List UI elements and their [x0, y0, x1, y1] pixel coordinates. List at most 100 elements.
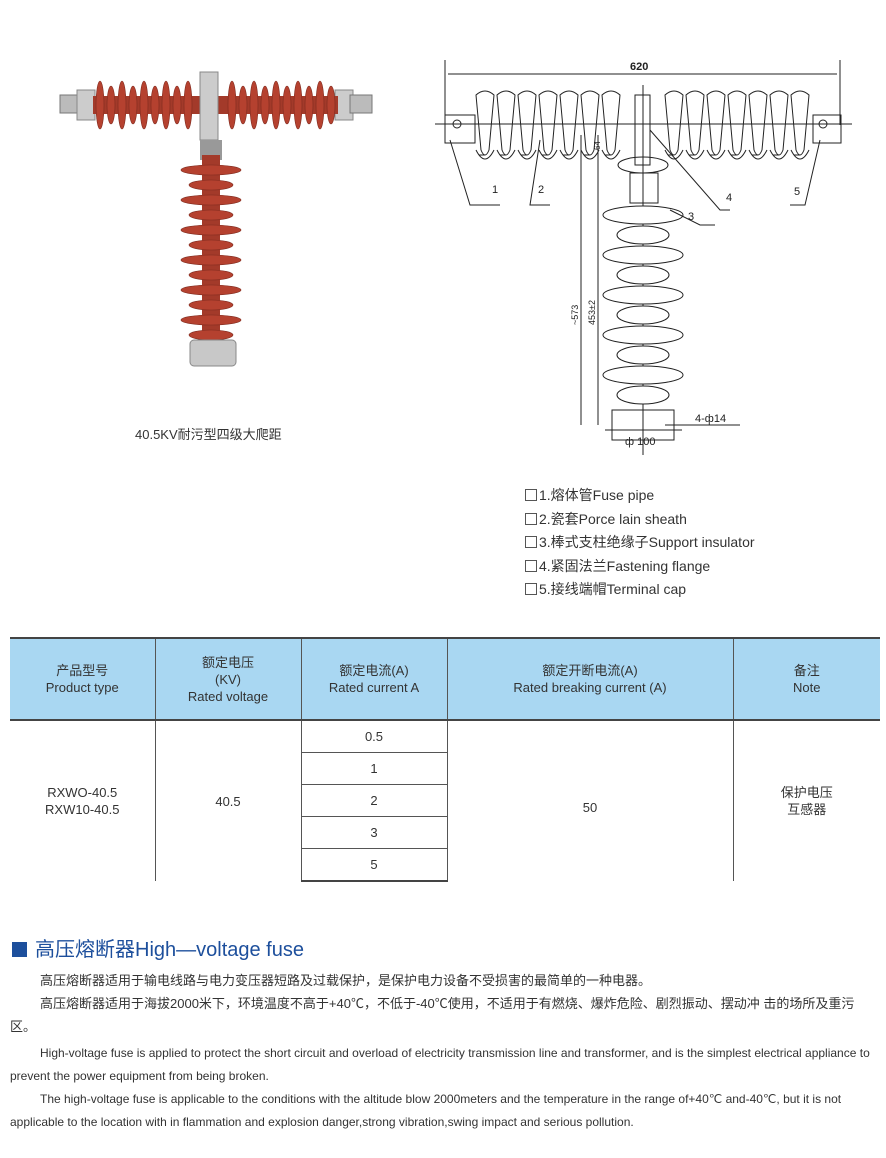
insulator-shed — [769, 90, 789, 156]
cell-note: 保护电压互感器 — [732, 720, 880, 881]
paragraph-en-2: The high-voltage fuse is applicable to t… — [10, 1092, 842, 1129]
table-row: 1 — [10, 752, 880, 785]
insulator-shed — [685, 149, 705, 160]
legend-text: 5.接线端帽Terminal cap — [539, 581, 687, 597]
insulator-shed — [95, 80, 105, 130]
insulator-shed — [601, 149, 621, 160]
insulator-shed — [180, 194, 242, 206]
insulator-shed — [475, 149, 495, 160]
insulator-shed — [180, 314, 242, 326]
insulator-shed — [602, 205, 684, 225]
insulator-shed — [602, 285, 684, 305]
callout-5: 5 — [794, 186, 800, 198]
insulator-shed — [260, 85, 270, 125]
insulator-shed — [293, 80, 303, 130]
header-rated-voltage: 额定电压(KV)Rated voltage — [154, 638, 302, 720]
table-row: 2 — [10, 784, 880, 817]
insulator-shed — [602, 325, 684, 345]
paragraph-en-1: High-voltage fuse is applied to protect … — [10, 1046, 870, 1083]
paragraph-cn-2: 高压熔断器适用于海拔2000米下，环境温度不高于+40℃，不低于-40℃使用，不… — [10, 996, 855, 1034]
insulator-shed — [188, 329, 234, 341]
checkbox-icon — [525, 560, 537, 572]
dim-height-total: ~573 — [570, 305, 580, 325]
insulator-shed — [180, 164, 242, 176]
insulator-shed — [616, 345, 670, 365]
insulator-shed — [315, 80, 325, 130]
checkbox-icon — [525, 583, 537, 595]
legend-text: 4.紧固法兰Fastening flange — [539, 558, 711, 574]
legend-item: 2.瓷套Porce lain sheath — [525, 509, 687, 529]
section-title: 高压熔断器High—voltage fuse — [35, 939, 304, 961]
table-row: 5 — [10, 848, 880, 882]
insulator-shed — [559, 90, 579, 156]
insulator-shed — [304, 85, 314, 125]
insulator-shed — [282, 85, 292, 125]
insulator-shed — [180, 284, 242, 296]
insulator-shed — [128, 85, 138, 125]
insulator-shed — [685, 90, 705, 156]
callout-2: 2 — [538, 184, 544, 196]
cell-current: 3 — [301, 816, 448, 849]
insulator-shed — [790, 90, 810, 156]
cell-voltage: 40.5 — [154, 720, 302, 881]
insulator-shed — [326, 85, 336, 125]
callout-3: 3 — [688, 211, 694, 223]
checkbox-icon — [525, 536, 537, 548]
insulator-shed — [183, 80, 193, 130]
insulator-shed — [616, 305, 670, 325]
insulator-shed — [538, 149, 558, 160]
insulator-shed — [150, 85, 160, 125]
insulator-shed — [227, 80, 237, 130]
header-rated-current: 额定电流(A)Rated current A — [300, 638, 448, 720]
photo-caption: 40.5KV耐污型四级大爬距 — [135, 427, 282, 442]
insulator-shed — [496, 90, 516, 156]
insulator-shed — [706, 149, 726, 160]
technical-drawing: 620 1 2 3 4 5 ~573 453±2 64 ф 100 4-ф14 — [435, 60, 852, 455]
insulator-shed — [188, 299, 234, 311]
insulator-shed — [117, 80, 127, 130]
insulator-shed — [727, 149, 747, 160]
cell-current: 5 — [301, 848, 448, 882]
cell-current: 0.5 — [300, 720, 448, 753]
insulator-shed — [496, 149, 516, 160]
insulator-shed — [602, 245, 684, 265]
insulator-shed — [727, 90, 747, 156]
insulator-shed — [172, 85, 182, 125]
insulator-shed — [664, 90, 684, 156]
cell-current: 2 — [301, 784, 448, 817]
legend-text: 1.熔体管Fuse pipe — [539, 487, 655, 503]
section-heading: 高压熔断器High—voltage fuse — [12, 933, 304, 962]
insulator-shed — [161, 80, 171, 130]
dim-width: 620 — [630, 61, 648, 73]
insulator-shed — [559, 149, 579, 160]
insulator-shed — [706, 90, 726, 156]
header-breaking-current: 额定开断电流(A)Rated breaking current (A) — [446, 638, 734, 720]
insulator-shed — [748, 90, 768, 156]
insulator-shed — [790, 149, 810, 160]
insulator-shed — [580, 90, 600, 156]
insulator-shed — [188, 269, 234, 281]
dim-small: 64 — [593, 141, 602, 150]
insulator-shed — [188, 179, 234, 191]
callout-4: 4 — [726, 192, 732, 204]
insulator-shed — [188, 239, 234, 251]
cell-breaking: 50 — [446, 720, 734, 881]
legend-item: 1.熔体管Fuse pipe — [525, 485, 654, 505]
insulator-shed — [538, 90, 558, 156]
fuse-photo — [59, 71, 373, 367]
square-bullet-icon — [12, 942, 27, 957]
legend-item: 4.紧固法兰Fastening flange — [525, 556, 710, 576]
insulator-shed — [748, 149, 768, 160]
checkbox-icon — [525, 513, 537, 525]
cell-current: 1 — [301, 752, 448, 785]
insulator-shed — [180, 254, 242, 266]
insulator-shed — [517, 90, 537, 156]
insulator-shed — [180, 224, 242, 236]
